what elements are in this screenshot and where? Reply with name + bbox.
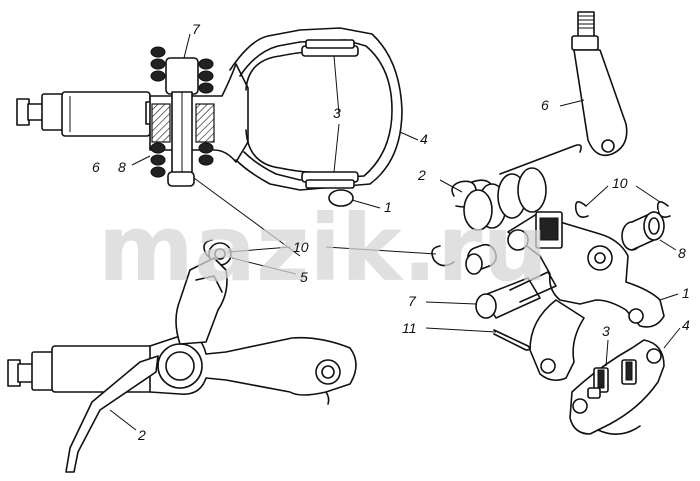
callout-7-bottom: 7 [408, 293, 417, 309]
shaft-6-top [16, 91, 159, 137]
coil-lower [150, 142, 214, 178]
callout-11: 11 [402, 320, 417, 336]
callout-6-right: 6 [541, 97, 549, 113]
pin-5 [208, 242, 497, 275]
callout-7-top: 7 [192, 21, 201, 37]
top-left-assembly [16, 27, 403, 207]
shoes-3-bottom [587, 359, 637, 399]
cotter-11 [493, 329, 531, 351]
callout-1-right: 1 [682, 285, 690, 301]
callout-10-right: 10 [612, 175, 628, 191]
callout-6-left: 6 [92, 159, 100, 175]
callout-4-top: 4 [420, 131, 428, 147]
coil-upper [150, 46, 214, 94]
callout-3-top: 3 [333, 105, 341, 121]
fork-4-top [229, 27, 403, 207]
leader-lines [109, 33, 681, 431]
bottom-left-assembly [7, 257, 357, 473]
callout-4-bottom: 4 [682, 317, 690, 333]
callout-3-bottom: 3 [602, 323, 610, 339]
callout-8-left: 8 [118, 159, 126, 175]
spring-2-assembly [451, 144, 582, 231]
lever-body-section [149, 46, 249, 187]
lever-1-right [507, 211, 665, 382]
callout-2-mid: 2 [417, 167, 426, 183]
callout-2-bottom: 2 [137, 427, 146, 443]
callout-labels: 7 3 4 6 8 1 2 10 5 6 10 8 1 7 11 3 4 2 [92, 21, 690, 443]
bushing-8-right [621, 210, 665, 251]
plate-4-bottom [569, 339, 665, 435]
callout-1-mid: 1 [384, 199, 392, 215]
callout-8-right: 8 [678, 245, 686, 261]
pin-7-bottom [475, 271, 557, 319]
pin-6-right [571, 11, 628, 157]
callout-10-left: 10 [293, 239, 309, 255]
callout-5: 5 [300, 269, 308, 285]
watermark-text: mazik.ru [98, 195, 548, 302]
